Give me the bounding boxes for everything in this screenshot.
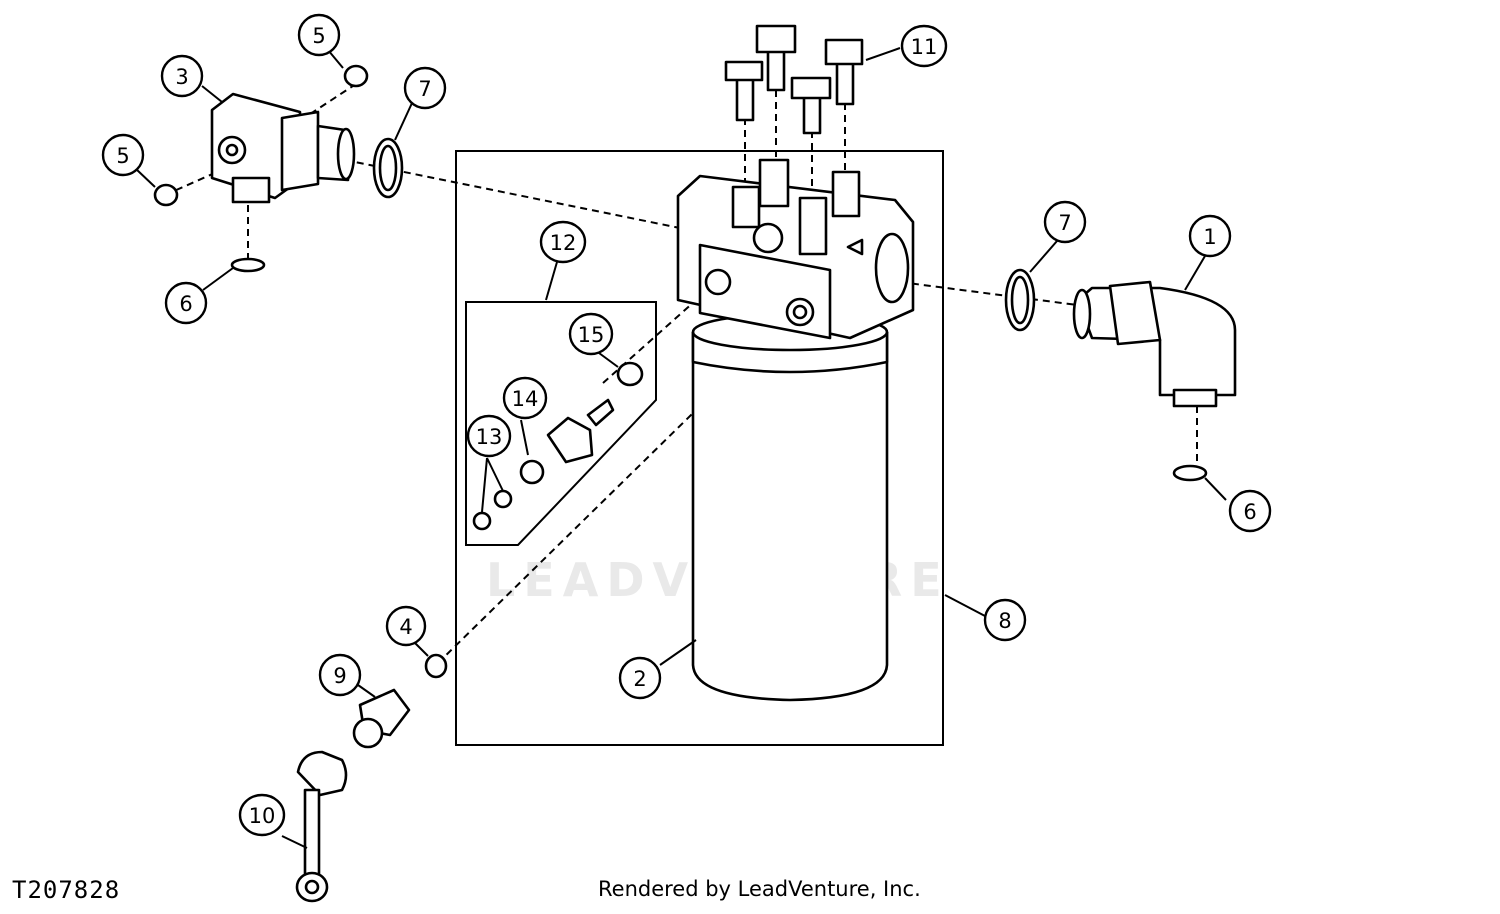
callout-7: 7 [403, 66, 447, 110]
callout-10: 10 [238, 793, 286, 837]
callout-label: 2 [633, 667, 646, 691]
callout-5: 5 [101, 133, 145, 177]
cap-screw-icon [724, 24, 864, 135]
filter-head-icon [676, 158, 915, 340]
elbow-fitting-icon [1072, 280, 1237, 408]
callout-label: 7 [1058, 211, 1071, 235]
switch-icon [472, 398, 615, 531]
oil-filter-canister-icon [691, 312, 889, 702]
callout-11: 11 [900, 24, 948, 68]
callout-5: 5 [297, 13, 341, 57]
callout-label: 15 [578, 323, 605, 347]
callout-15: 15 [568, 312, 614, 356]
callout-1: 1 [1188, 214, 1232, 258]
callout-12: 12 [539, 220, 587, 264]
callout-2: 2 [618, 656, 662, 700]
callout-3: 3 [160, 54, 204, 98]
elbow-fitting-icon [210, 92, 356, 204]
callout-label: 8 [998, 609, 1011, 633]
callout-9: 9 [318, 653, 362, 697]
callout-14: 14 [502, 376, 548, 420]
render-credit: Rendered by LeadVenture, Inc. [598, 877, 921, 901]
callout-label: 4 [399, 615, 412, 639]
callout-label: 6 [179, 292, 192, 316]
callout-label: 5 [116, 144, 129, 168]
kit-frame [455, 150, 944, 746]
callout-label: 11 [911, 35, 938, 59]
callout-label: 1 [1203, 225, 1216, 249]
callout-13: 13 [466, 414, 512, 458]
callout-label: 7 [418, 77, 431, 101]
callout-label: 3 [175, 65, 188, 89]
callout-6: 6 [1228, 489, 1272, 533]
dust-cap-icon [295, 750, 348, 903]
callout-label: 10 [249, 804, 276, 828]
callout-label: 9 [333, 664, 346, 688]
o-ring-icon [153, 64, 1208, 679]
callout-label: 5 [312, 24, 325, 48]
callout-label: 13 [476, 425, 503, 449]
leader-lines [135, 47, 1227, 849]
callout-6: 6 [164, 281, 208, 325]
figure-id: T207828 [12, 876, 121, 904]
sub-kit-frame [465, 301, 657, 546]
callout-7: 7 [1043, 200, 1087, 244]
plug-icon [352, 688, 411, 749]
callout-label: 6 [1243, 500, 1256, 524]
callout-label: 14 [512, 387, 539, 411]
callout-label: 12 [550, 231, 577, 255]
callout-4: 4 [385, 605, 427, 647]
callout-8: 8 [983, 598, 1027, 642]
